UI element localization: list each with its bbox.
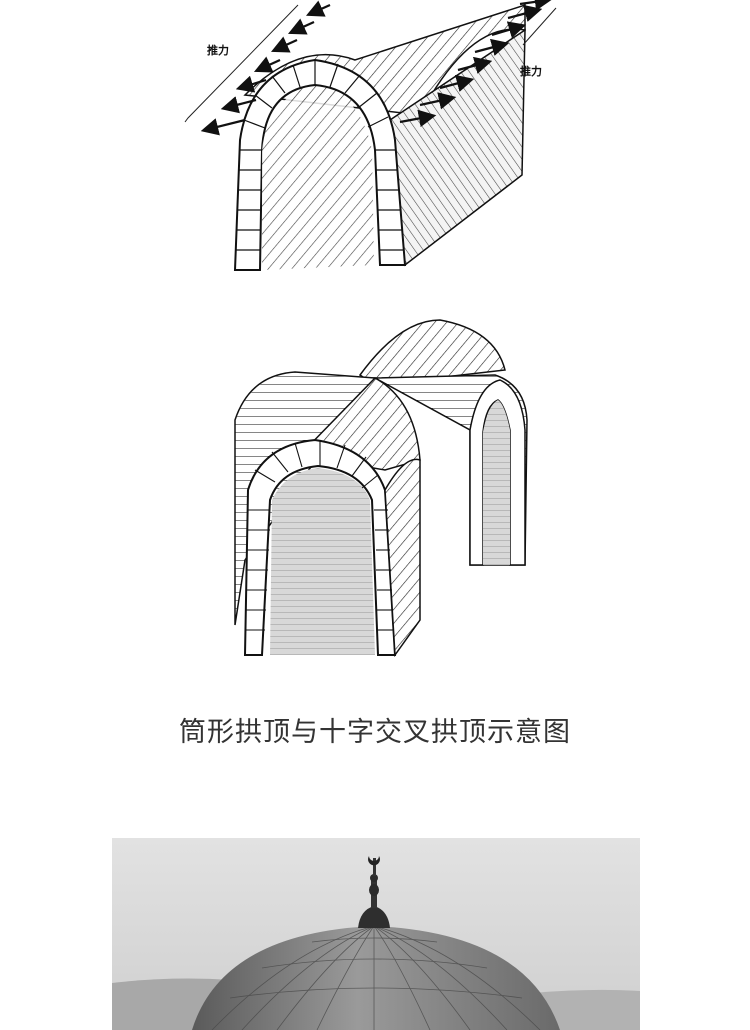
thrust-label-left: 推力: [207, 43, 229, 57]
groin-vault-diagram: [0, 310, 750, 670]
dome-photo: [112, 838, 640, 1030]
figure-caption: 筒形拱顶与十字交叉拱顶示意图: [0, 710, 750, 749]
thrust-label-right: 推力: [520, 64, 542, 78]
barrel-vault-diagram: 推力 推力: [0, 0, 750, 285]
